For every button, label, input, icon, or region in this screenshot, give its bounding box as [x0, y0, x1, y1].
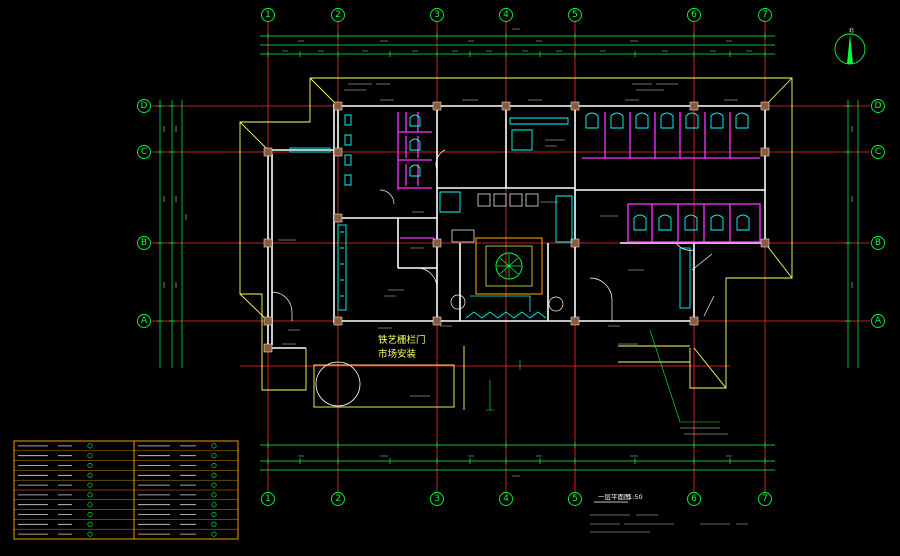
door-note: 铁艺栅栏门 市场安装: [378, 334, 426, 360]
dimension-values: [163, 28, 853, 477]
legend-table: [13, 440, 239, 540]
axis-label-left-D: D: [141, 101, 148, 111]
legend-symbol-icon: [211, 462, 217, 468]
axis-label-top-5: 5: [572, 10, 578, 20]
door-note-sub: 市场安装: [378, 348, 417, 360]
legend-symbol-icon: [87, 462, 93, 468]
leader-lines: [486, 329, 720, 423]
legend-symbol-icon: [211, 531, 217, 537]
grid-bubbles: [137, 8, 885, 506]
axis-label-top-4: 4: [503, 10, 509, 20]
title-block: 一层平面图 1:50: [590, 493, 748, 533]
plan-title: 一层平面图: [598, 493, 631, 501]
axis-label-bottom-3: 3: [434, 494, 440, 504]
legend-symbol-icon: [87, 502, 93, 508]
walls: [267, 104, 766, 349]
axis-label-top-7: 7: [762, 10, 768, 20]
fixtures: [289, 112, 750, 311]
axis-label-bottom-2: 2: [335, 494, 341, 504]
north-arrow: 北: [834, 27, 866, 65]
legend-symbol-icon: [87, 453, 93, 459]
axis-label-right-C: C: [875, 147, 881, 157]
north-label: 北: [849, 27, 854, 34]
axis-label-bottom-1: 1: [265, 494, 271, 504]
door-note-text: 铁艺栅栏门: [378, 334, 426, 346]
legend-symbol-icon: [211, 502, 217, 508]
central-planter: [465, 237, 547, 319]
legend-symbol-icon: [211, 511, 217, 517]
axis-label-left-A: A: [141, 316, 148, 326]
legend-symbol-icon: [211, 472, 217, 478]
legend-symbol-icon: [211, 482, 217, 488]
seating: [450, 193, 564, 312]
legend-symbol-icon: [211, 492, 217, 498]
axis-label-top-3: 3: [434, 10, 440, 20]
legend-symbol-icon: [87, 511, 93, 517]
axis-label-right-D: D: [875, 101, 882, 111]
toilet-partitions: [397, 112, 761, 243]
legend-symbol-icon: [87, 482, 93, 488]
legend-symbol-icon: [211, 453, 217, 459]
axis-label-right-A: A: [875, 316, 882, 326]
legend-symbol-icon: [87, 472, 93, 478]
axis-label-right-B: B: [875, 238, 881, 248]
entrance-circle: [315, 361, 361, 407]
legend-symbol-icon: [211, 521, 217, 527]
roof-outline: [239, 77, 793, 410]
legend-symbol-icon: [211, 443, 217, 449]
legend-symbol-icon: [87, 443, 93, 449]
legend-symbol-icon: [87, 521, 93, 527]
axis-label-left-C: C: [141, 147, 147, 157]
axis-label-bottom-5: 5: [572, 494, 578, 504]
grid-labels: 1 2 3 4 5 6 7 1 2 3 4 5 6 7 D C B A D C …: [141, 10, 882, 504]
legend-symbol-icon: [87, 492, 93, 498]
columns: [263, 101, 770, 353]
axis-label-left-B: B: [141, 238, 147, 248]
legend-rows: [14, 443, 238, 537]
axis-label-bottom-4: 4: [503, 494, 509, 504]
legend-symbol-icon: [87, 531, 93, 537]
plan-scale: 1:50: [628, 493, 643, 501]
axis-label-top-1: 1: [265, 10, 271, 20]
axis-label-bottom-6: 6: [691, 494, 697, 504]
minor-annotations: [278, 83, 738, 435]
dimension-lines: [157, 33, 859, 471]
axis-label-top-2: 2: [335, 10, 341, 20]
axis-label-bottom-7: 7: [762, 494, 768, 504]
axis-grid-lines: [152, 22, 870, 492]
doors: [271, 149, 715, 321]
axis-label-top-6: 6: [691, 10, 697, 20]
